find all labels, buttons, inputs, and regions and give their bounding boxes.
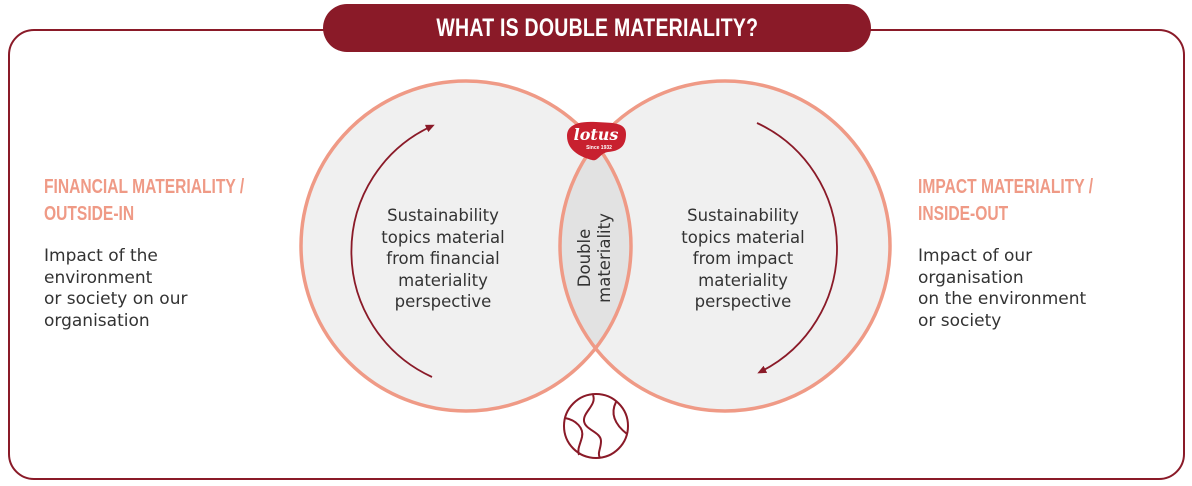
lotus-logo-icon (567, 121, 626, 161)
left-cycle-arrow-icon (350, 124, 435, 378)
financial-materiality-panel: FINANCIAL MATERIALITY / OUTSIDE-IN Impac… (44, 174, 284, 332)
impact-materiality-panel: IMPACT MATERIALITY / INSIDE-OUT Impact o… (918, 174, 1158, 332)
title-banner: WHAT IS DOUBLE MATERIALITY? (323, 4, 871, 52)
heading-line-1: IMPACT MATERIALITY / (918, 176, 1094, 198)
page-title: WHAT IS DOUBLE MATERIALITY? (436, 13, 758, 42)
double-materiality-label: Double materiality (575, 213, 614, 303)
globe-icon (563, 393, 629, 459)
impact-materiality-heading: IMPACT MATERIALITY / INSIDE-OUT (918, 174, 1105, 228)
heading-line-2: INSIDE-OUT (918, 203, 1009, 225)
financial-materiality-description: Impact of the environment or society on … (44, 246, 188, 331)
impact-materiality-description: Impact of our organisation on the enviro… (918, 246, 1087, 331)
heading-line-1: FINANCIAL MATERIALITY / (44, 176, 245, 198)
logo-tagline: Since 1932 (586, 145, 612, 151)
heading-line-2: OUTSIDE-IN (44, 203, 135, 225)
financial-circle-text: Sustainability topics material from fina… (381, 206, 505, 311)
right-cycle-arrow-icon (756, 122, 838, 374)
lotus-logo: lotus Since 1932 (566, 121, 626, 161)
logo-wordmark: lotus (573, 125, 619, 144)
financial-materiality-heading: FINANCIAL MATERIALITY / OUTSIDE-IN (44, 174, 245, 228)
impact-circle-text: Sustainability topics material from impa… (681, 206, 805, 311)
